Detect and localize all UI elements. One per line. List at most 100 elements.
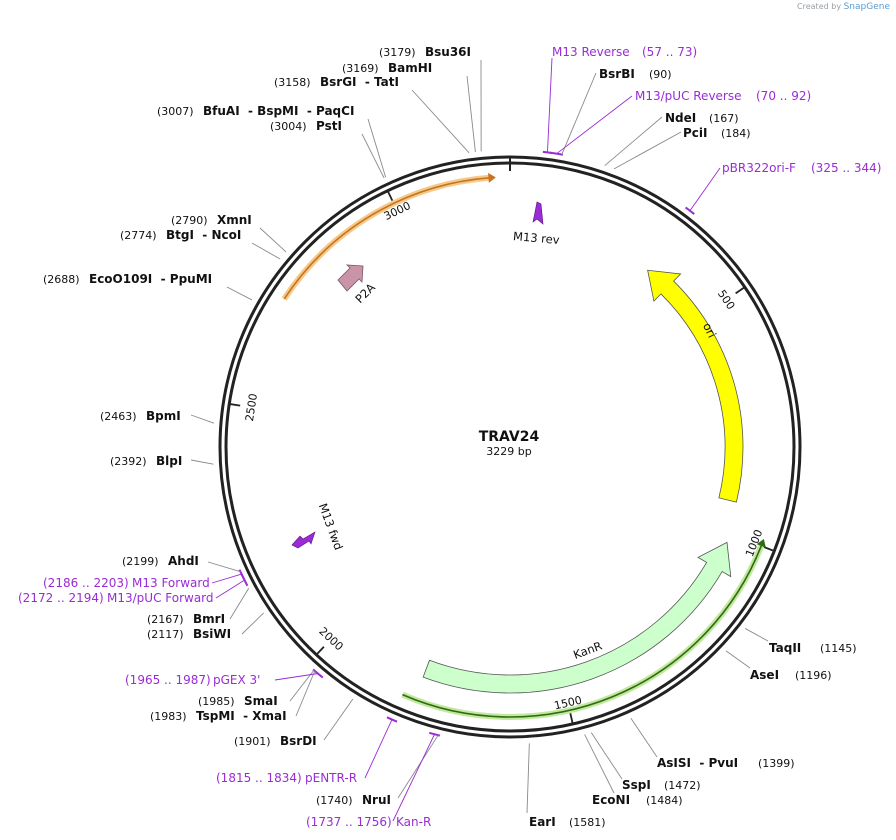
enzyme-xmni[interactable]: (2790) XmnI bbox=[171, 213, 252, 227]
enzyme-bsrdi[interactable]: (1901) BsrDI bbox=[234, 734, 317, 748]
enzyme-xmni-name: XmnI bbox=[217, 213, 252, 227]
m13-fwd-feature-label: M13 fwd bbox=[316, 501, 346, 552]
enzyme-psti[interactable]: (3004) PstI bbox=[270, 119, 342, 133]
enzyme-smai[interactable]: (1985) SmaI bbox=[198, 694, 278, 708]
primer-pentr-r[interactable]: (1815 .. 1834) pENTR-R bbox=[216, 771, 357, 785]
m13-rev-feature-label: M13 rev bbox=[513, 229, 561, 247]
enzyme-leader-lines bbox=[190, 57, 769, 822]
primer-m13-puc-forward[interactable]: (2172 .. 2194) M13/pUC Forward bbox=[18, 591, 214, 605]
enzyme-bamhi-name: BamHI bbox=[388, 61, 432, 75]
green-orf-core bbox=[402, 545, 762, 718]
enzyme-bpmi-name: BpmI bbox=[146, 409, 181, 423]
enzyme-bpmi[interactable]: (2463) BpmI bbox=[100, 409, 181, 423]
enzyme-bamhi[interactable]: (3169) BamHI bbox=[342, 61, 432, 75]
primer-mark-pbr322ori-f bbox=[684, 206, 695, 215]
enzyme-asei-position: (1196) bbox=[795, 669, 832, 682]
enzyme-sspi[interactable]: SspI (1472) bbox=[622, 778, 701, 792]
leader-eari bbox=[526, 743, 530, 814]
enzyme-tspmi-name: TspMI - XmaI bbox=[196, 709, 287, 723]
enzyme-ecoo109i-position: (2688) bbox=[43, 273, 80, 286]
enzyme-btgi-position: (2774) bbox=[120, 229, 157, 242]
green-orf-arrowhead bbox=[756, 539, 766, 548]
leader-blpi bbox=[190, 459, 214, 465]
enzyme-smai-name: SmaI bbox=[244, 694, 278, 708]
leader-pcii bbox=[613, 131, 682, 170]
enzyme-bsrgi-tati[interactable]: (3158) BsrGI - TatI bbox=[274, 75, 399, 89]
orange-orf-arrow bbox=[281, 174, 490, 301]
primer-kan-r-name: Kan-R bbox=[396, 815, 431, 829]
leader-kan-r bbox=[392, 734, 435, 822]
enzyme-blpi[interactable]: (2392) BlpI bbox=[110, 454, 182, 468]
enzyme-asei[interactable]: AseI (1196) bbox=[750, 668, 832, 682]
leader-bpmi bbox=[190, 414, 215, 424]
primer-pbr322ori-f-range: (325 .. 344) bbox=[811, 161, 881, 175]
enzyme-sspi-name: SspI bbox=[622, 778, 651, 792]
enzyme-tspmi-xmai[interactable]: (1983) TspMI - XmaI bbox=[150, 709, 287, 723]
enzyme-bsu36i[interactable]: (3179) Bsu36I bbox=[379, 45, 471, 59]
enzyme-bfuai-bspmi-paqci[interactable]: (3007) BfuAI - BspMI - PaqCI bbox=[157, 104, 354, 118]
leader-bfuai-bspmi-paqci bbox=[367, 118, 387, 178]
leader-taqii bbox=[744, 628, 769, 642]
primer-mark-pgex-3 bbox=[312, 668, 324, 679]
enzyme-xmni-position: (2790) bbox=[171, 214, 208, 227]
primer-mark-kan-r bbox=[428, 731, 441, 737]
m13-fwd-feature-arrow bbox=[291, 531, 316, 549]
enzyme-bmri-position: (2167) bbox=[147, 613, 184, 626]
enzyme-econi-name: EcoNI bbox=[592, 793, 630, 807]
leader-econi bbox=[584, 734, 615, 794]
enzyme-btgi-ncoi[interactable]: (2774) BtgI - NcoI bbox=[120, 228, 241, 242]
enzyme-eari-position: (1581) bbox=[569, 816, 606, 829]
p2a-feature-arrow bbox=[337, 264, 364, 292]
enzyme-bfuai-name: BfuAI - BspMI - PaqCI bbox=[203, 104, 354, 118]
enzyme-aslsi-pvui[interactable]: AsISI - PvuI (1399) bbox=[657, 756, 795, 770]
primer-pbr322ori-f-name: pBR322ori-F bbox=[722, 161, 796, 175]
enzyme-bsrbi-position: (90) bbox=[649, 68, 672, 81]
enzyme-ndei[interactable]: NdeI (167) bbox=[665, 111, 739, 125]
tick-500 bbox=[735, 286, 746, 295]
primer-m13-forward[interactable]: (2186 .. 2203) M13 Forward bbox=[43, 576, 210, 590]
m13-rev-feature-arrow bbox=[532, 201, 544, 225]
primer-mark-m13-puc-reverse bbox=[550, 151, 564, 156]
leader-sspi bbox=[590, 732, 623, 780]
enzyme-bmri[interactable]: (2167) BmrI bbox=[147, 612, 225, 626]
leader-aslsi-pvui bbox=[630, 718, 658, 758]
primer-m13-reverse[interactable]: M13 Reverse (57 .. 73) bbox=[552, 45, 697, 59]
enzyme-bsiwi[interactable]: (2117) BsiWI bbox=[147, 627, 231, 641]
leader-m13-forward bbox=[211, 573, 242, 584]
primer-pbr322ori-f[interactable]: pBR322ori-F (325 .. 344) bbox=[722, 161, 881, 175]
enzyme-nrui[interactable]: (1740) NruI bbox=[316, 793, 391, 807]
primer-kan-r[interactable]: (1737 .. 1756) Kan-R bbox=[306, 815, 431, 829]
enzyme-pcii[interactable]: PciI (184) bbox=[683, 126, 751, 140]
enzyme-taqii[interactable]: TaqII (1145) bbox=[769, 641, 857, 655]
enzyme-econi[interactable]: EcoNI (1484) bbox=[592, 793, 683, 807]
enzyme-pcii-name: PciI bbox=[683, 126, 708, 140]
enzyme-bsrdi-name: BsrDI bbox=[280, 734, 317, 748]
primer-m13-forward-name: M13 Forward bbox=[132, 576, 210, 590]
leader-bamhi bbox=[466, 75, 476, 153]
enzyme-eari-name: EarI bbox=[529, 815, 556, 829]
leader-bmri bbox=[229, 588, 250, 620]
enzyme-ahdi[interactable]: (2199) AhdI bbox=[122, 554, 199, 568]
tick-label-2500: 2500 bbox=[243, 393, 260, 423]
enzyme-bmri-name: BmrI bbox=[193, 612, 225, 626]
enzyme-blpi-position: (2392) bbox=[110, 455, 147, 468]
leader-pentr-r bbox=[364, 719, 393, 779]
primer-m13-puc-reverse[interactable]: M13/pUC Reverse (70 .. 92) bbox=[635, 89, 811, 103]
enzyme-sspi-position: (1472) bbox=[664, 779, 701, 792]
enzyme-eari[interactable]: EarI (1581) bbox=[529, 815, 606, 829]
primer-pgex-3[interactable]: (1965 .. 1987) pGEX 3' bbox=[125, 673, 260, 687]
primer-m13-puc-reverse-range: (70 .. 92) bbox=[756, 89, 811, 103]
tick-1500 bbox=[569, 713, 574, 725]
enzyme-ahdi-position: (2199) bbox=[122, 555, 159, 568]
enzyme-econi-position: (1484) bbox=[646, 794, 683, 807]
enzyme-bfuai-position: (3007) bbox=[157, 105, 194, 118]
leader-ecoo109i-ppumi bbox=[226, 286, 253, 301]
enzyme-bsrbi[interactable]: BsrBI (90) bbox=[599, 67, 672, 81]
orange-orf-arrowhead bbox=[488, 172, 496, 183]
leader-xmni bbox=[259, 227, 287, 253]
primer-m13-reverse-name: M13 Reverse bbox=[552, 45, 630, 59]
enzyme-ecoo109i-ppumi[interactable]: (2688) EcoO109I - PpuMI bbox=[43, 272, 212, 286]
leader-nrui bbox=[397, 734, 439, 799]
enzyme-bsrdi-position: (1901) bbox=[234, 735, 271, 748]
